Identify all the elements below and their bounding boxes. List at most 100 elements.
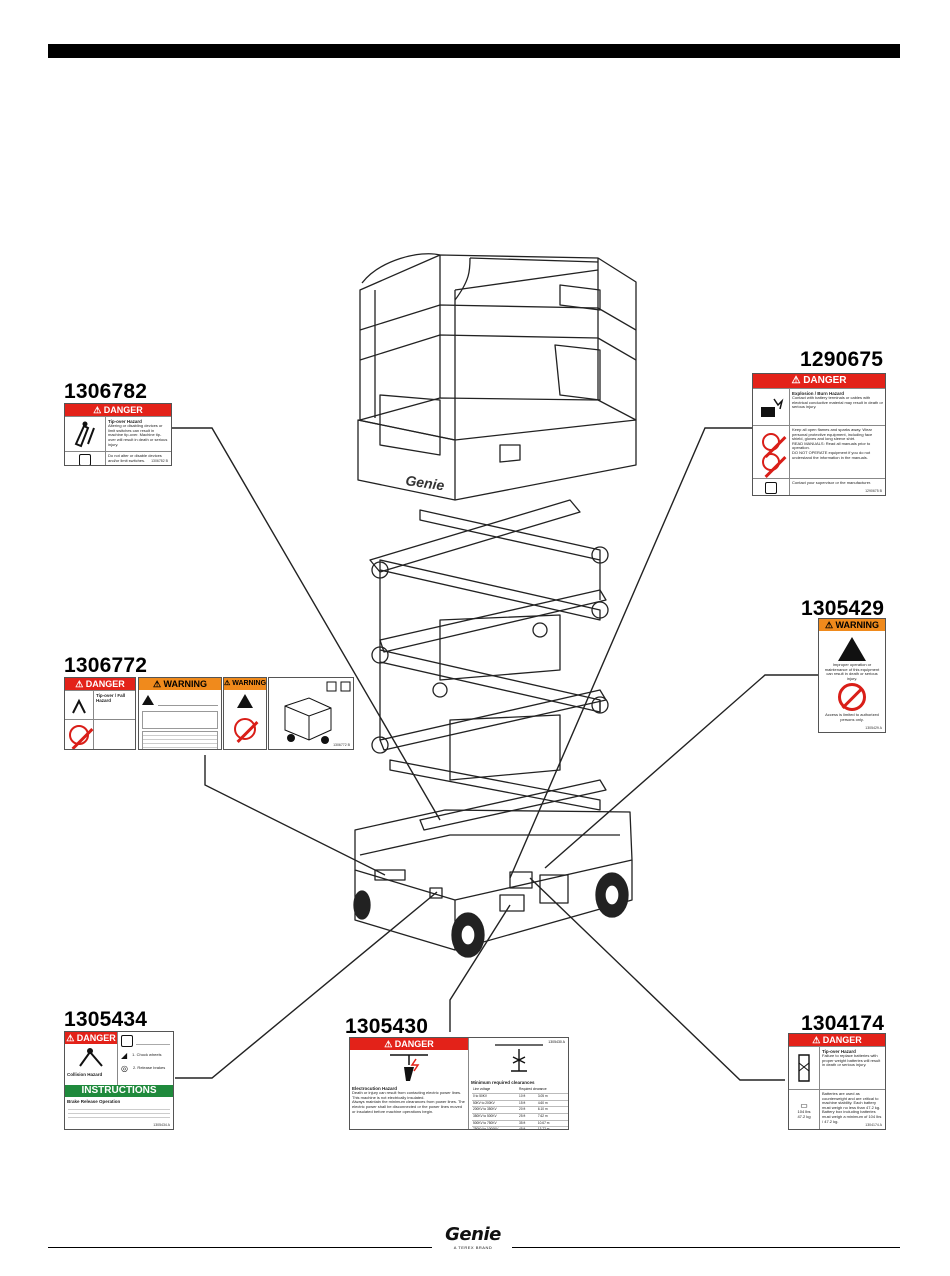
table-cell: 10 ft bbox=[518, 1092, 537, 1101]
chock-icon: ◢ bbox=[121, 1051, 128, 1060]
manual-book-icon bbox=[121, 1035, 133, 1047]
table-cell: 15 ft bbox=[518, 1099, 537, 1107]
part-number-1290675: 1290675 bbox=[800, 348, 884, 371]
leader-1290675 bbox=[509, 427, 752, 879]
weight-lbs: 104 lbs bbox=[797, 1109, 811, 1114]
decal-1306782: ⚠ DANGER Tip-over Hazard Altering or dis… bbox=[64, 403, 172, 466]
platform-brand-mark: Genie bbox=[405, 472, 446, 493]
warning-triangle-icon bbox=[142, 694, 154, 705]
table-cell: 500KV to 750KV bbox=[472, 1119, 519, 1127]
table-cell: 13.72 m bbox=[536, 1126, 568, 1129]
table-cell: 50KV to 200KV bbox=[472, 1099, 519, 1107]
table-cell: 350KV to 500KV bbox=[472, 1112, 519, 1121]
decal-1305429: ⚠ WARNING Improper operation or maintena… bbox=[818, 618, 886, 733]
leader-1306782 bbox=[170, 427, 441, 821]
decal-1306772-warning-panel-1: ⚠ WARNING bbox=[138, 677, 222, 750]
decal-text: DO NOT OPERATE equipment if you do not u… bbox=[792, 449, 871, 460]
manual-book-icon bbox=[765, 482, 777, 494]
warning-header: ⚠ WARNING bbox=[819, 619, 885, 631]
manual-book-icon bbox=[79, 454, 91, 465]
header-rule bbox=[48, 44, 900, 58]
hazard-title: Tip-over / Fall Hazard bbox=[96, 693, 126, 704]
warning-header: ⚠ WARNING bbox=[224, 678, 266, 690]
part-number-1305434: 1305434 bbox=[64, 1008, 148, 1031]
table-cell: 0 to 50KV bbox=[472, 1092, 519, 1101]
decal-code: 1305430 A bbox=[548, 1040, 565, 1044]
warning-triangle-icon bbox=[838, 637, 866, 661]
power-line-clearance-icon bbox=[469, 1038, 568, 1078]
hazard-body: Altering or disabling devices or limit s… bbox=[108, 423, 168, 447]
battery-icon: ▭ bbox=[800, 1100, 808, 1110]
table-header: Line voltage bbox=[473, 1087, 491, 1092]
footer-rule-left bbox=[48, 1247, 432, 1248]
instructions-title: Brake Release Operation bbox=[67, 1099, 121, 1104]
table-cell: 200KV to 350KV bbox=[472, 1106, 519, 1114]
decal-code: 1306782 B bbox=[151, 458, 168, 463]
decal-text: Death or injury can result from contacti… bbox=[352, 1090, 462, 1096]
warning-header: ⚠ WARNING bbox=[139, 678, 221, 690]
crush-icon bbox=[65, 1044, 117, 1070]
decal-text: Failure to replace batteries with proper… bbox=[822, 1053, 881, 1068]
decal-code: 1304174 A bbox=[865, 1122, 882, 1127]
decal-code: 1305429 A bbox=[865, 725, 882, 730]
part-number-1305430: 1305430 bbox=[345, 1015, 429, 1038]
part-number-1306772: 1306772 bbox=[64, 654, 148, 677]
table-cell: 35 ft bbox=[518, 1119, 537, 1127]
leader-1306772 bbox=[204, 755, 386, 876]
decal-text: Always maintain the minimum clearances f… bbox=[352, 1099, 465, 1114]
table-cell: 20 ft bbox=[518, 1106, 537, 1114]
table-header: Required clearance bbox=[519, 1087, 547, 1092]
prohibition-icon bbox=[234, 718, 256, 740]
hazard-title: Collision Hazard bbox=[67, 1072, 103, 1077]
danger-header: ⚠ DANGER bbox=[65, 678, 135, 690]
clearance-table: Line voltage Required clearance 0 to 50K… bbox=[472, 1087, 568, 1129]
explosion-icon bbox=[753, 389, 790, 425]
decal-text: Batteries are used as counterweight and … bbox=[822, 1091, 882, 1124]
decal-text: Access is limited to authorized persons … bbox=[825, 712, 879, 722]
hazard-title: Explosion / Burn Hazard bbox=[792, 391, 845, 396]
table-cell: 45 ft bbox=[518, 1126, 537, 1129]
hazard-title: Tip-over Hazard bbox=[108, 419, 142, 424]
no-spark-icon bbox=[762, 453, 780, 471]
leader-1305430 bbox=[449, 904, 511, 1032]
decal-code: 1305434 A bbox=[153, 1122, 170, 1127]
no-access-icon bbox=[838, 683, 866, 712]
instruction-step: 2. Release brakes bbox=[132, 1065, 166, 1071]
danger-header: ⚠ DANGER bbox=[65, 1032, 117, 1044]
part-number-1305429: 1305429 bbox=[801, 597, 885, 620]
table-cell: 10.67 m bbox=[536, 1119, 568, 1127]
no-flame-icon bbox=[762, 433, 780, 451]
decal-text: This machine is not electrically insulat… bbox=[352, 1094, 425, 1100]
tip-over-icon bbox=[65, 417, 106, 451]
table-cell: 6.10 m bbox=[536, 1106, 568, 1114]
decal-code: 1306772 B bbox=[333, 742, 350, 747]
decal-code: 1290675 B bbox=[865, 488, 882, 493]
leader-1305429 bbox=[544, 674, 818, 869]
logo-tagline: A TEREX BRAND bbox=[453, 1245, 493, 1250]
table-cell: 3.05 m bbox=[536, 1092, 568, 1101]
table-cell: 7.62 m bbox=[536, 1112, 568, 1121]
decal-note: Do not alter or disable devices and/or l… bbox=[108, 453, 162, 463]
instructions-header: INSTRUCTIONS bbox=[65, 1085, 173, 1097]
footer-rule-right bbox=[512, 1247, 900, 1248]
electrocution-icon bbox=[350, 1050, 468, 1084]
instruction-step: 1. Chock wheels bbox=[132, 1052, 162, 1058]
decal-text: READ MANUALS: Read all manuals prior to … bbox=[792, 440, 871, 451]
decal-text: Keep all open flames and sparks away. We… bbox=[792, 427, 873, 442]
weight-kg: 47.2 kg bbox=[797, 1113, 811, 1119]
clearance-table-title: Minimum required clearances bbox=[471, 1080, 535, 1085]
fall-icon bbox=[65, 691, 94, 719]
danger-header: ⚠ DANGER bbox=[753, 374, 885, 388]
part-number-1306782: 1306782 bbox=[64, 380, 148, 403]
genie-logo: Genie A TEREX BRAND bbox=[440, 1226, 506, 1251]
warning-triangle-icon bbox=[237, 694, 253, 708]
danger-header: ⚠ DANGER bbox=[65, 404, 171, 416]
